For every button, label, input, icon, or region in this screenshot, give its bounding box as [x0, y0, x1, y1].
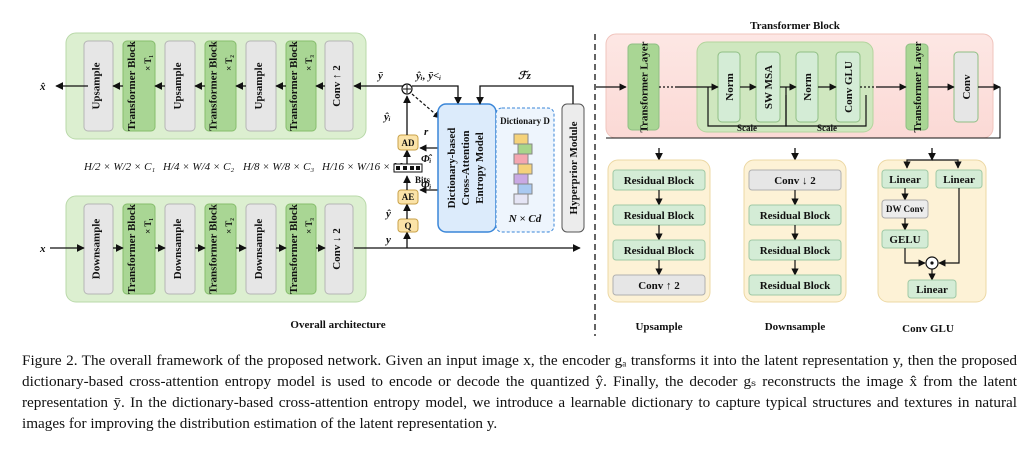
entropy-model-line-2: Cross-Attention: [460, 131, 472, 206]
block-label: Transformer Block: [208, 203, 220, 294]
repeat-label: × T₃: [304, 55, 314, 71]
repeat-label: × T₂: [224, 55, 234, 71]
hyperprior-label: Hyperprior Module: [568, 121, 580, 214]
stack-label: Residual Block: [760, 210, 831, 222]
residual-block-box: [748, 274, 842, 296]
stack-label: Residual Block: [760, 280, 831, 292]
ae-box: [397, 189, 419, 205]
x-input-label: x: [39, 243, 46, 255]
stack-label: Conv ↓ 2: [774, 175, 816, 187]
y-bar-label: ȳ: [376, 70, 383, 82]
overall-architecture-label: Overall architecture: [290, 319, 385, 331]
glu-dw-conv: DW Conv: [886, 204, 925, 214]
dictionary-cubes: [513, 133, 533, 205]
entropy-model-line-1: Dictionary-based: [446, 128, 458, 209]
ae-label: AE: [402, 192, 415, 202]
r-label: r: [424, 126, 429, 138]
entropy-model-line-3: Entropy Model: [474, 132, 486, 204]
tf-item-label: Conv GLU: [843, 61, 855, 113]
glu-linear-1: Linear: [889, 174, 921, 186]
transformer-block-items: Transformer Layer Norm SW MSA Norm Conv GLU T…: [627, 41, 979, 132]
size-label-1: H/2 × W/2 × C₁: [83, 161, 155, 173]
phi-i-hat-label: Φ̂ᵢ: [421, 153, 433, 165]
block-label: Conv ↓ 2: [331, 228, 343, 270]
upsample-label: Upsample: [635, 321, 682, 333]
tf-item-label: Transformer Layer: [912, 41, 924, 132]
repeat-label: × T₁: [143, 55, 153, 71]
y-hat-i-label: ŷᵢ: [382, 111, 391, 123]
size-label-2: H/4 × W/4 × C₂: [162, 161, 234, 173]
block-label: Conv ↑ 2: [331, 65, 343, 107]
downsample-label: Downsample: [765, 321, 826, 333]
tf-item-label: Norm: [724, 73, 736, 101]
block-label: Downsample: [253, 219, 265, 280]
glu-gelu: GELU: [889, 234, 920, 246]
glu-linear-2: Linear: [943, 174, 975, 186]
ad-label: AD: [402, 138, 415, 148]
bits-label: Bits: [415, 175, 431, 185]
scale-label-1: Scale: [737, 123, 757, 133]
stack-label: Residual Block: [624, 175, 695, 187]
block-label: Transformer Block: [126, 203, 138, 294]
repeat-label: × T₁: [143, 218, 153, 234]
encoder-blocks: Downsample Transformer Block × T₁ Downsampl…: [83, 203, 354, 295]
block-label: Downsample: [172, 219, 184, 280]
figure-caption: Figure 2. The overall framework of the p…: [22, 352, 1017, 432]
tf-item-label: Norm: [802, 73, 814, 101]
conv-box: [612, 274, 706, 296]
conv-glu-label: Conv GLU: [902, 323, 954, 335]
repeat-label: × T₂: [224, 218, 234, 234]
stack-label: Conv ↑ 2: [638, 280, 680, 292]
decoder-blocks: Upsample Transformer Block × T₁ Upsample Tra…: [83, 40, 354, 132]
conv-glu-blocks: Linear Linear DW Conv GELU Linear: [881, 169, 983, 299]
stack-label: Residual Block: [760, 245, 831, 257]
quantize-box: [397, 218, 419, 233]
block-label: Transformer Block: [288, 40, 300, 131]
size-label-4: H/16 × W/16 × M: [321, 161, 403, 173]
tf-item-label: Transformer Layer: [639, 41, 651, 132]
tf-item-label: Conv: [961, 74, 973, 100]
size-label-3: H/8 × W/8 × C₃: [242, 161, 314, 173]
block-label: Upsample: [253, 62, 265, 109]
block-label: Upsample: [172, 62, 184, 109]
tf-item-label: SW MSA: [763, 65, 775, 109]
phi-i-label: Φᵢ: [421, 179, 432, 191]
block-label: Upsample: [91, 62, 103, 109]
block-label: Transformer Block: [288, 203, 300, 294]
stack-label: Residual Block: [624, 210, 695, 222]
block-label: Downsample: [91, 219, 103, 280]
quantize-label: Q: [404, 221, 411, 231]
x-hat-label: x̂: [39, 81, 46, 93]
y-hat-label: ŷ: [384, 208, 391, 220]
f-z-label: ℱz: [518, 70, 532, 82]
scale-label-2: Scale: [817, 123, 837, 133]
repeat-label: × T₃: [304, 218, 314, 234]
block-label: Transformer Block: [208, 40, 220, 131]
dictionary-size-label: N × Cd: [508, 213, 542, 225]
glu-linear-3: Linear: [916, 284, 948, 296]
y-hat-ctx-label: ŷᵢ, ȳ<ᵢ: [414, 70, 441, 82]
stack-label: Residual Block: [624, 245, 695, 257]
bitstream: [393, 163, 423, 173]
ad-box: [397, 134, 419, 151]
transformer-block-title: Transformer Block: [750, 20, 841, 32]
block-label: Transformer Block: [126, 40, 138, 131]
dictionary-label: Dictionary D: [500, 116, 550, 126]
y-label: y: [384, 234, 391, 246]
